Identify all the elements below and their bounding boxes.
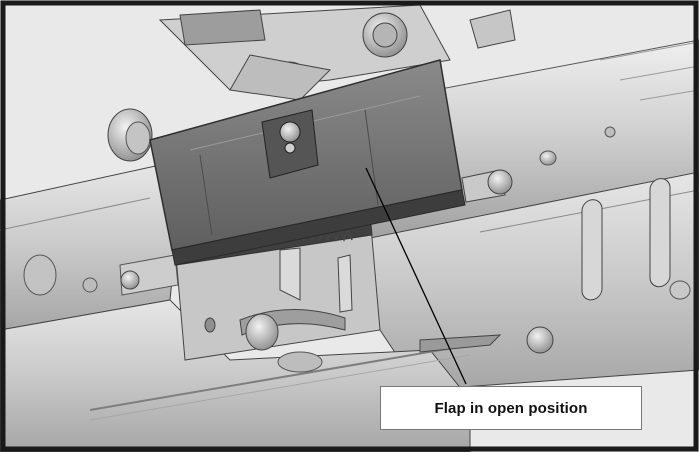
handguard [359,171,699,391]
callout-label-box: Flap in open position [380,386,642,430]
receiver-body [0,164,179,331]
callout-label: Flap in open position [434,399,588,417]
lower-receiver [0,299,502,452]
callout-leader-line [365,167,467,385]
rear-sight-assembly [158,4,516,101]
flap-pins [461,169,513,203]
cocking-knob [107,108,153,162]
flap [149,59,466,266]
